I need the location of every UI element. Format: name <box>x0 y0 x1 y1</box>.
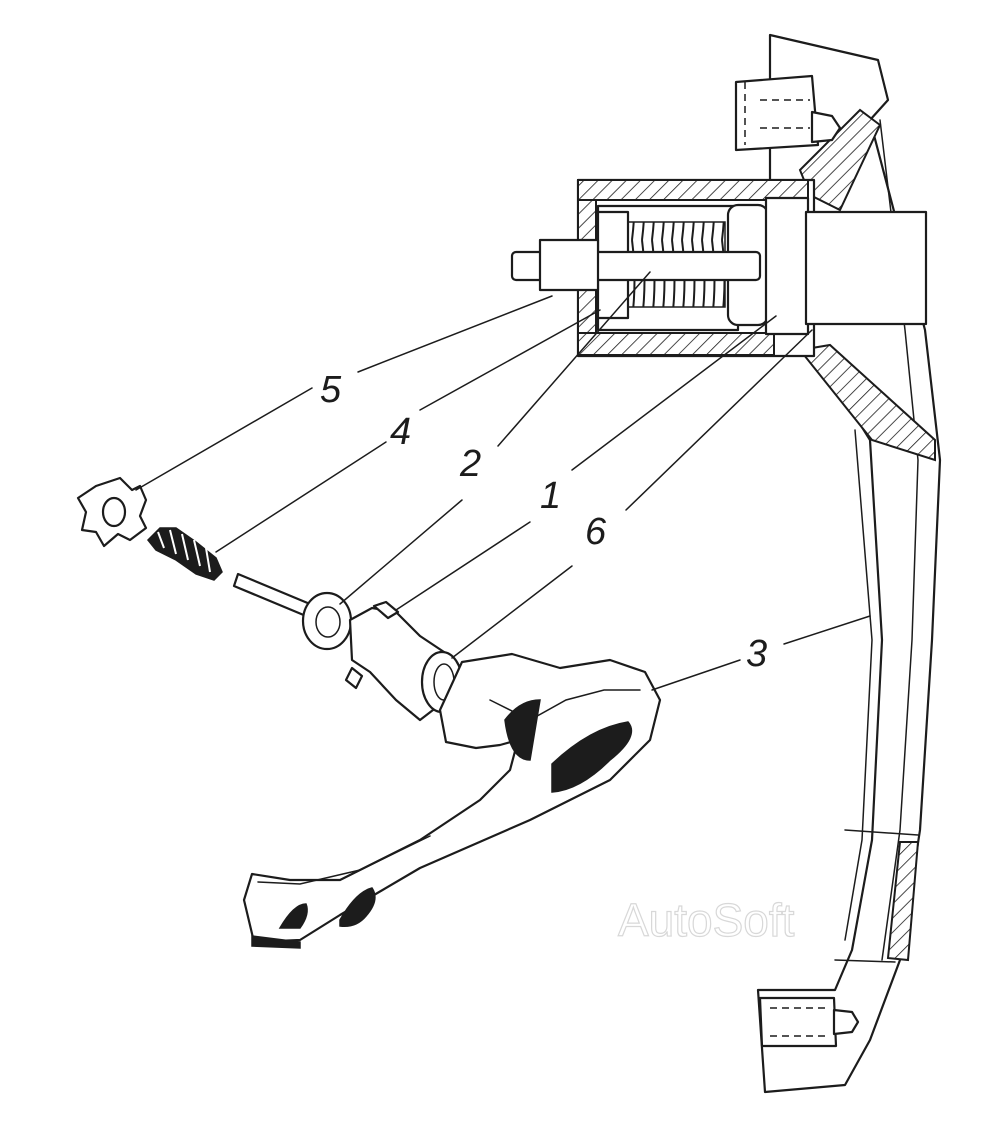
callout-3: 3 <box>746 633 767 675</box>
callout-labels: 5 4 2 1 6 3 <box>320 369 767 675</box>
bottom-screw <box>758 996 860 1048</box>
top-screw <box>734 74 842 152</box>
star-washer-part-5 <box>76 476 148 548</box>
leader-lines <box>135 271 871 691</box>
callout-4: 4 <box>390 411 411 453</box>
exploded-rod <box>232 572 312 618</box>
callout-6: 6 <box>585 511 607 553</box>
callout-5: 5 <box>320 369 342 411</box>
callout-1: 1 <box>540 475 561 517</box>
lock-housing-section <box>510 178 928 358</box>
handle-lever <box>242 652 662 949</box>
watermark: AutoSoft <box>618 894 795 946</box>
callout-2: 2 <box>459 443 481 485</box>
conical-spring-part-4 <box>146 527 223 581</box>
